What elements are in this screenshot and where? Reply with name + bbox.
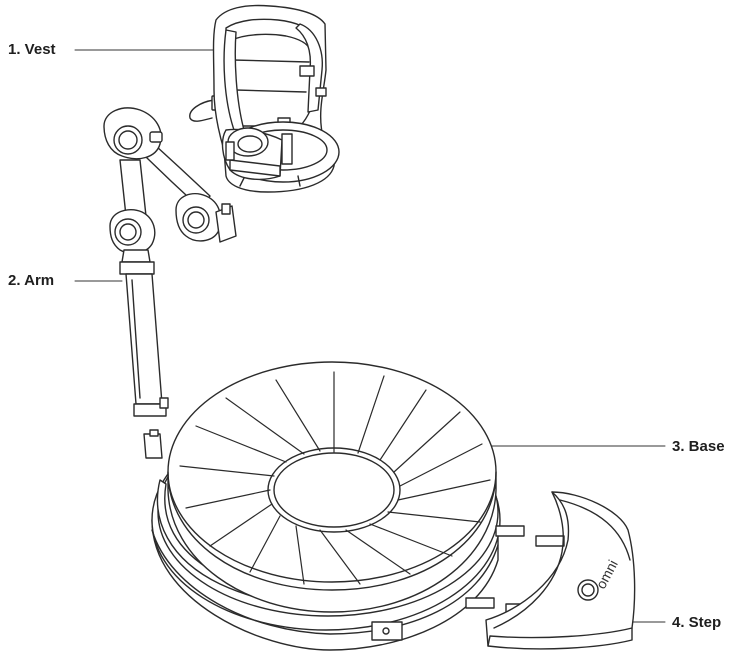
callout-label-vest: 1. Vest — [8, 41, 56, 59]
base-illustration — [152, 362, 564, 650]
callout-label-base: 3. Base — [672, 438, 725, 456]
vest-illustration — [190, 6, 339, 192]
callout-label-step: 4. Step — [672, 614, 721, 632]
callout-label-arm: 2. Arm — [8, 272, 54, 290]
step-illustration: omni — [486, 492, 635, 649]
